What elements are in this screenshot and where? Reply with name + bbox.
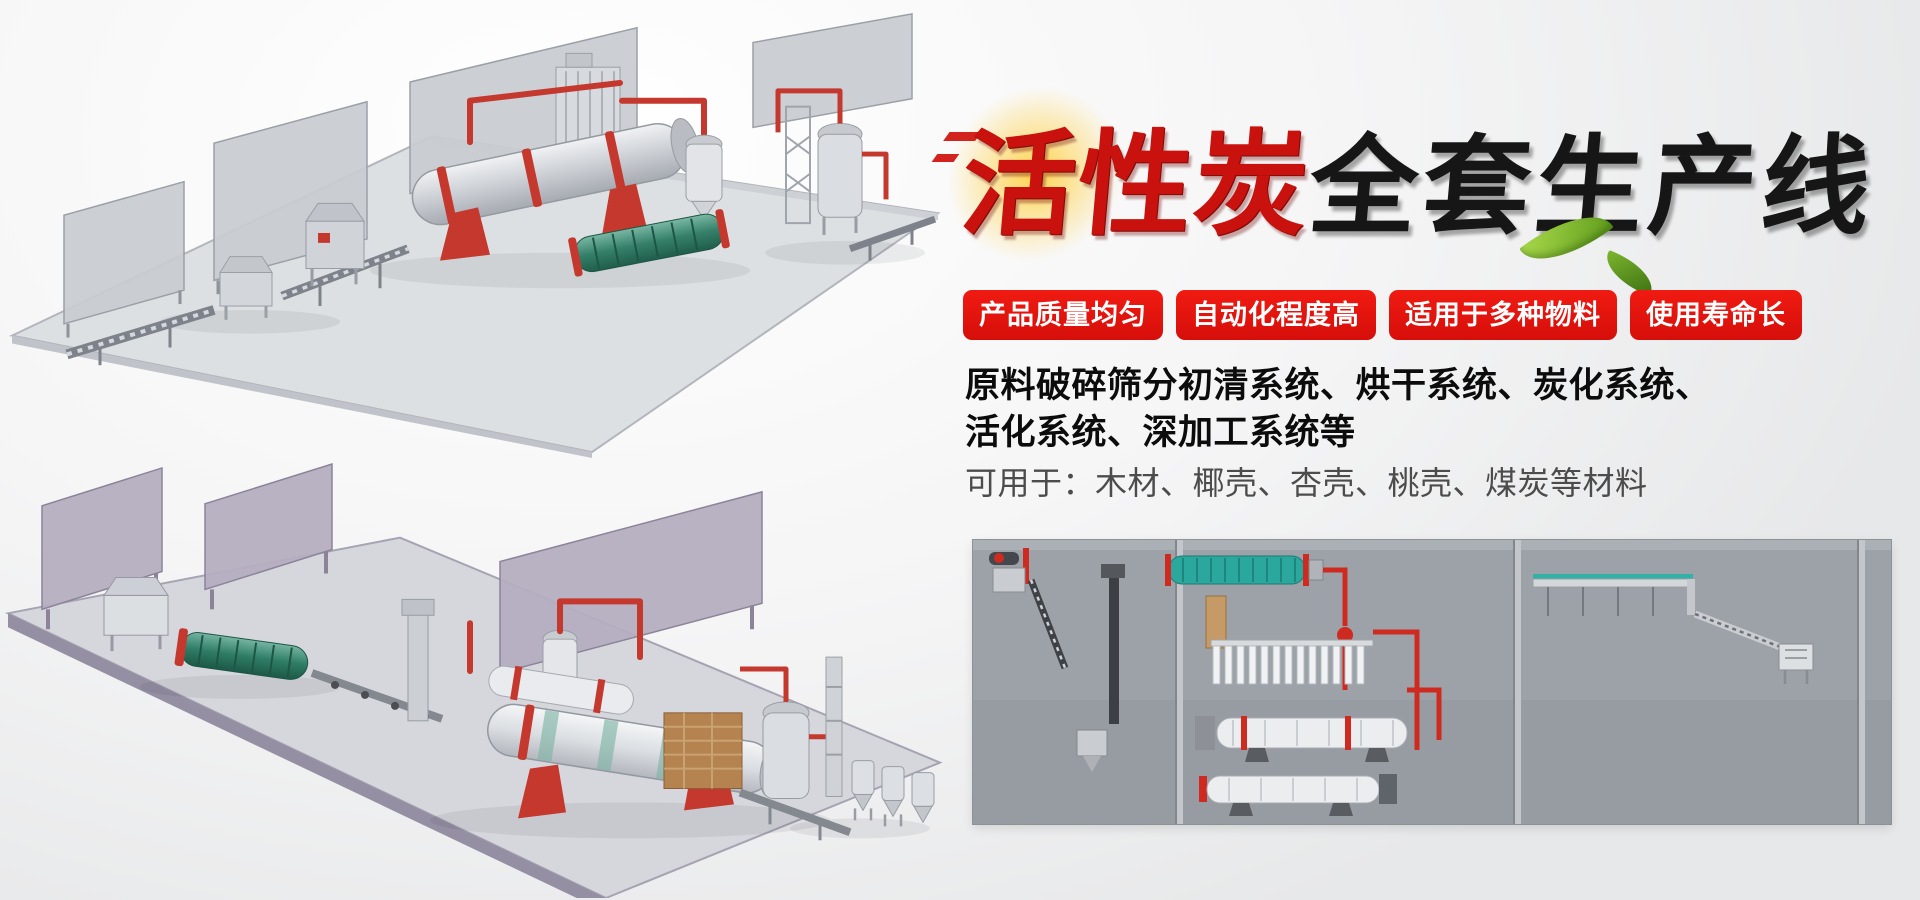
- infeed-conveyor: [65, 305, 216, 366]
- illustration-bottom: [0, 462, 945, 898]
- ground-shadows: [160, 240, 925, 334]
- wall-dividers: [1175, 540, 1865, 824]
- bucket-elevator: [401, 598, 435, 722]
- chimney-frame: [825, 656, 843, 797]
- description-line-2: 活化系统、深加工系统等: [965, 413, 1356, 452]
- panorama-diagram: [973, 540, 1891, 824]
- title-red-text: 活性炭: [956, 122, 1316, 249]
- right-content: 活性炭全套生产线 产品质量均匀 自动化程度高 适用于多种物料 使用寿命长 原料破…: [926, 0, 1920, 900]
- production-line-3d-top: [8, 13, 941, 458]
- production-line-3d-bottom: [4, 462, 943, 898]
- materials-line: 可用于：木材、椰壳、杏壳、桃壳、煤炭等材料: [965, 465, 1648, 501]
- badge-automation: 自动化程度高: [1176, 290, 1376, 340]
- wall-panels: [41, 462, 763, 675]
- rotary-drum-1: [1195, 716, 1408, 762]
- cooling-drum: [488, 665, 634, 715]
- crusher-unit: [989, 548, 1029, 593]
- feed-hopper: [219, 256, 273, 320]
- kiln-conveyor: [738, 788, 852, 841]
- badge-lifespan: 使用寿命长: [1630, 290, 1802, 340]
- transfer-chute: [1693, 610, 1785, 652]
- storage-silos: [851, 760, 935, 827]
- bucket-elevator: [1101, 564, 1125, 724]
- carbonization-furnace: [775, 88, 889, 235]
- activation-drum: [568, 209, 730, 277]
- badge-materials: 适用于多种物料: [1389, 290, 1617, 340]
- ash-box: [1076, 729, 1108, 772]
- feature-badges: 产品质量均匀 自动化程度高 适用于多种物料 使用寿命长: [963, 290, 1802, 340]
- furnace-frame-tower: [785, 105, 811, 225]
- system-description: 原料破碎筛分初清系统、烘干系统、炭化系统、 活化系统、深加工系统等: [965, 362, 1711, 456]
- brick-kiln: [663, 712, 743, 789]
- illustration-top: [0, 6, 945, 458]
- red-piping: [467, 598, 643, 675]
- feeder-hopper: [103, 576, 169, 652]
- screening-machine: [305, 202, 365, 287]
- cyclone-tank: [685, 134, 723, 221]
- rotary-drum-2: [1199, 774, 1397, 816]
- packing-conveyor: [1532, 574, 1695, 616]
- mid-conveyor: [280, 244, 410, 307]
- crusher-drum: [174, 628, 309, 680]
- main-title: 活性炭全套生产线: [926, 74, 1883, 296]
- badge-quality: 产品质量均匀: [963, 290, 1163, 340]
- incline-conveyor: [1027, 578, 1069, 670]
- packer-unit: [1778, 643, 1814, 684]
- description-line-1: 原料破碎筛分初清系统、烘干系统、炭化系统、: [965, 366, 1711, 405]
- carbonization-slats: [1210, 639, 1374, 685]
- production-line-panorama: [973, 540, 1891, 824]
- rotary-cooler-teal: [1165, 554, 1324, 586]
- red-piping-top: [467, 80, 707, 146]
- red-pipe-main: [1373, 629, 1442, 750]
- discharge-conveyor: [848, 215, 937, 261]
